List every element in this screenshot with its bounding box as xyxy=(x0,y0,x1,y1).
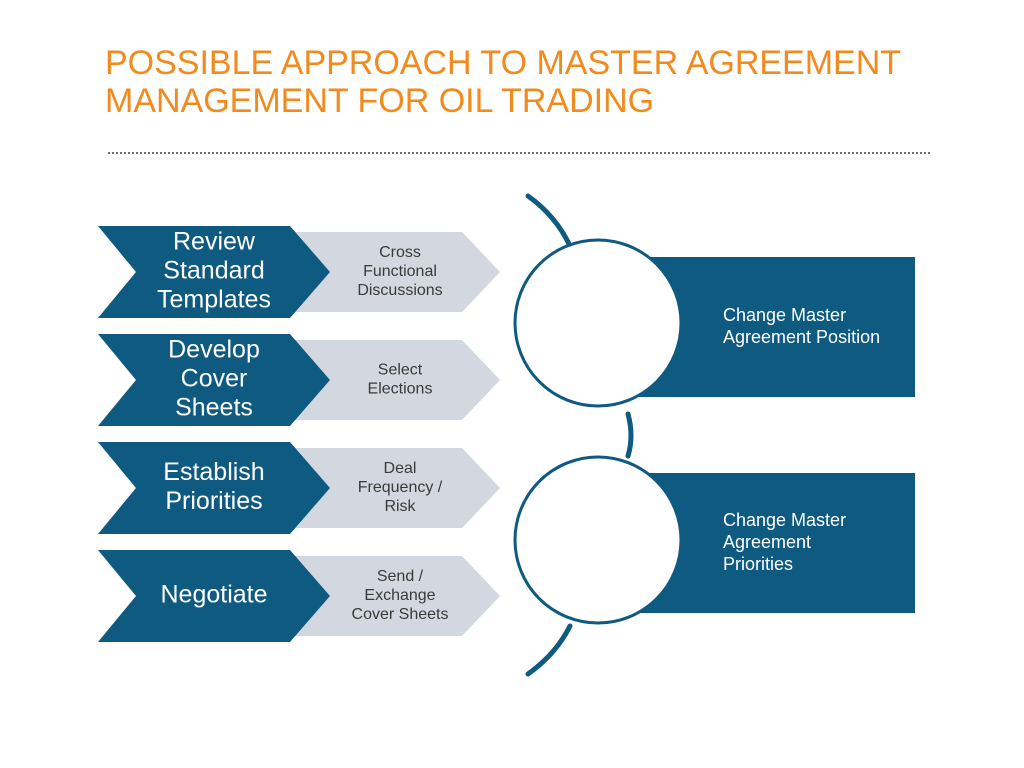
sub-step-label: Risk xyxy=(384,498,416,515)
step-chevron xyxy=(98,334,330,426)
sub-step-chevron xyxy=(288,556,500,636)
outcome-label: Change Master xyxy=(723,510,846,530)
sub-step-label: Cover Sheets xyxy=(352,606,449,623)
step-label: Sheets xyxy=(175,394,253,422)
outcome-circle xyxy=(513,455,683,625)
step-label: Negotiate xyxy=(160,581,267,609)
bracket-arc-top xyxy=(525,193,573,249)
outcome-label: Agreement xyxy=(723,532,811,552)
bracket-arc-middle xyxy=(625,411,634,459)
step-chevron xyxy=(98,226,330,318)
outcome-label: Priorities xyxy=(723,554,793,574)
sub-step-chevron xyxy=(288,232,500,312)
step-label: Develop xyxy=(168,336,260,364)
sub-step-label: Functional xyxy=(363,263,437,280)
step-chevron xyxy=(98,550,330,642)
sub-step-label: Deal xyxy=(384,460,417,477)
step-label: Cover xyxy=(181,365,248,393)
sub-step-chevron xyxy=(288,340,500,420)
outcome-circle xyxy=(513,238,683,408)
sub-step-label: Elections xyxy=(368,381,433,398)
step-label: Templates xyxy=(157,286,271,314)
sub-step-label: Select xyxy=(378,362,423,379)
step-label: Review xyxy=(173,228,256,256)
sub-step-label: Send / xyxy=(377,568,424,585)
bracket-arc-bottom xyxy=(525,623,573,677)
outcome-connector xyxy=(525,193,634,677)
step-chevron xyxy=(98,442,330,534)
outcome-label: Change Master xyxy=(723,305,846,325)
sub-step-label: Cross xyxy=(379,244,421,261)
title-divider xyxy=(108,152,930,154)
outcome-label: Agreement Position xyxy=(723,327,880,347)
sub-step-label: Discussions xyxy=(357,282,442,299)
slide-title: POSSIBLE APPROACH TO MASTER AGREEMENT MA… xyxy=(105,44,901,120)
step-label: Establish xyxy=(163,458,264,486)
step-label: Standard xyxy=(163,257,264,285)
step-label: Priorities xyxy=(165,487,262,515)
sub-step-label: Frequency / xyxy=(358,479,443,496)
sub-step-label: Exchange xyxy=(364,587,435,604)
sub-step-chevron xyxy=(288,448,500,528)
